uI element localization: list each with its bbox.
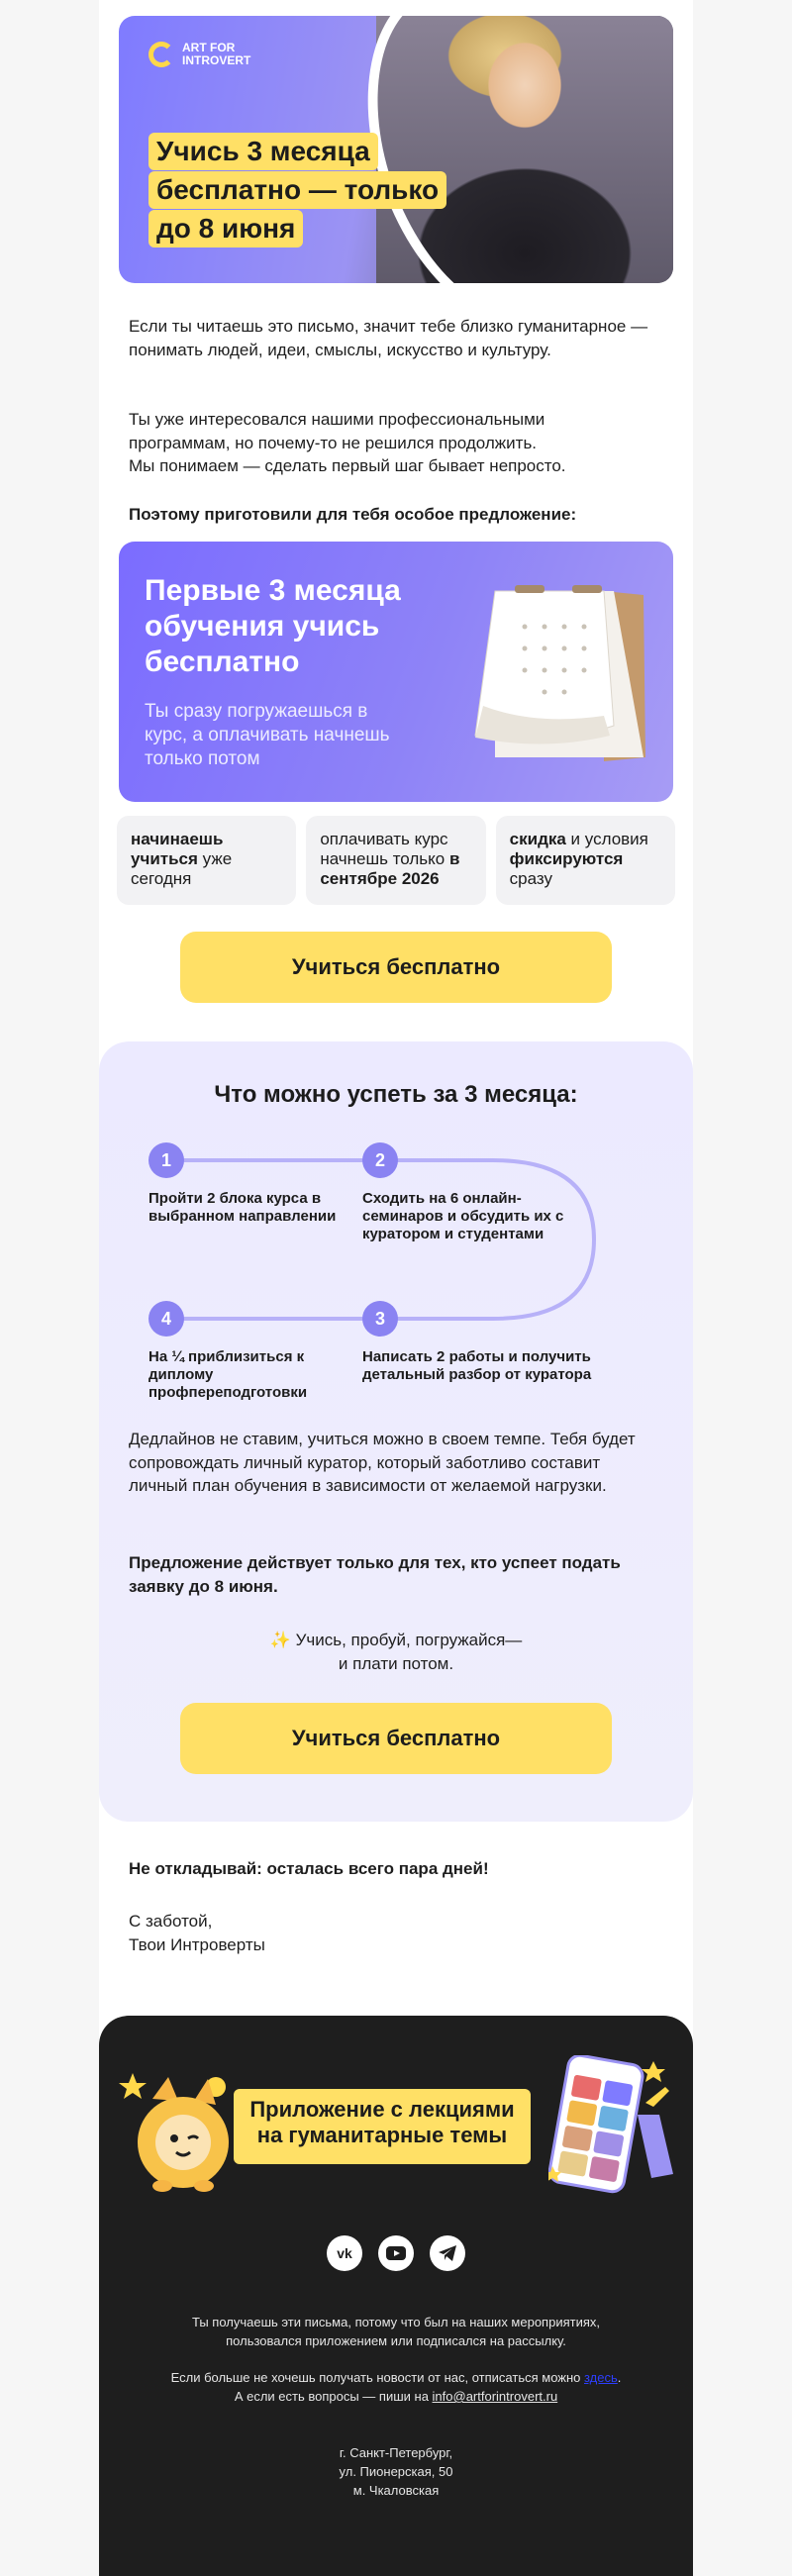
brand-logo[interactable]: ART FOR INTROVERT [148, 42, 291, 67]
step-number-4: 4 [148, 1301, 184, 1337]
logo-line-2: INTROVERT [182, 53, 251, 67]
step-text-1: Пройти 2 блока курса в выбранном направл… [148, 1190, 337, 1225]
signature: С заботой, Твои Интроверты [129, 1910, 663, 1956]
benefit-chip-pay-later: оплачивать курс начнешь только в сентябр… [306, 816, 486, 905]
motto-text: ✨ Учись, пробуй, погружайся— и плати пот… [129, 1629, 663, 1675]
contact-email-link[interactable]: info@artforintrovert.ru [432, 2389, 558, 2404]
intro-p2-line-3: Мы понимаем — сделать первый шаг бывает … [129, 456, 566, 475]
cta-button-top[interactable]: Учиться бесплатно [180, 932, 612, 1003]
logo-line-1: ART FOR [182, 41, 236, 54]
benefit-chip-start: начинаешь учиться уже сегодня [117, 816, 297, 905]
motto-line-2: и плати потом. [338, 1653, 454, 1673]
intro-p2-line-2: программам, но почему-то не решился прод… [129, 433, 538, 452]
benefit-chips: начинаешь учиться уже сегодня оплачивать… [117, 816, 675, 905]
step-number-2: 2 [362, 1142, 398, 1178]
urgent-note: Не откладывай: осталась всего пара дней! [129, 1859, 489, 1878]
youtube-icon[interactable] [378, 2235, 414, 2271]
steps-body-text: Дедлайнов не ставим, учиться можно в сво… [129, 1430, 636, 1495]
hero-title-line-3: до 8 июня [148, 210, 304, 248]
intro-offer-lead: Поэтому приготовили для тебя особое пред… [129, 505, 577, 524]
step-number-3: 3 [362, 1301, 398, 1337]
hero-banner: ART FOR INTROVERT Учись 3 месяца бесплат… [119, 16, 673, 283]
signature-line-2: Твои Интроверты [129, 1934, 265, 1954]
deadline-note: Предложение действует только для тех, кт… [129, 1553, 621, 1596]
step-text-2: Сходить на 6 онлайн-семинаров и обсудить… [362, 1190, 564, 1242]
signature-line-1: С заботой, [129, 1912, 213, 1931]
steps-section: Что можно успеть за 3 месяца: 1 Пройти 2… [99, 1041, 693, 1822]
unsubscribe-link[interactable]: здесь [584, 2370, 618, 2385]
mascot-illustration [119, 2073, 229, 2192]
hero-photo [376, 16, 673, 283]
app-banner[interactable]: Приложение с лекциями на гуманитарные те… [115, 2055, 677, 2194]
benefit-chip-discount: скидка и условия фиксируются сразу [495, 816, 675, 905]
social-links: vk [99, 2235, 693, 2271]
intro-paragraph-2: Ты уже интересовался нашими профессионал… [129, 408, 663, 478]
cta-button-bottom[interactable]: Учиться бесплатно [180, 1703, 612, 1774]
intro-paragraph-1: Если ты читаешь это письмо, значит тебе … [129, 317, 648, 359]
subscription-note: Ты получаешь эти письма, потому что был … [191, 2315, 600, 2348]
motto-line-1: ✨ Учись, пробуй, погружайся— [269, 1631, 523, 1649]
step-text-3: Написать 2 работы и получить детальный р… [362, 1348, 592, 1383]
step-text-4: На ¼ приблизиться к диплому профпереподг… [148, 1348, 308, 1401]
vk-icon[interactable]: vk [327, 2235, 362, 2271]
app-banner-title: Приложение с лекциями на гуманитарные те… [249, 2097, 515, 2147]
telegram-icon[interactable] [430, 2235, 465, 2271]
hero-title-line-1: Учись 3 месяца [148, 133, 378, 170]
offer-title: Первые 3 месяца обучения учись бесплатно [145, 574, 401, 678]
intro-p2-line-1: Ты уже интересовался нашими профессионал… [129, 410, 545, 429]
logo-ring-icon [148, 42, 174, 67]
steps-heading: Что можно успеть за 3 месяца: [214, 1081, 578, 1108]
step-number-1: 1 [148, 1142, 184, 1178]
footer: Приложение с лекциями на гуманитарные те… [99, 2016, 693, 2576]
phone-illustration [548, 2055, 673, 2194]
email-page: ART FOR INTROVERT Учись 3 месяца бесплат… [99, 0, 693, 2576]
hero-title-line-2: бесплатно — только [148, 171, 447, 209]
hero-title: Учись 3 месяца бесплатно — только до 8 и… [148, 133, 475, 248]
calendar-illustration [474, 585, 645, 761]
steps-track [166, 1158, 597, 1321]
unsubscribe-note: Если больше не хочешь получать новости о… [170, 2370, 622, 2404]
address: г. Санкт-Петербург, ул. Пионерская, 50 м… [339, 2445, 453, 2498]
offer-card: Первые 3 месяца обучения учись бесплатно… [119, 542, 673, 802]
offer-subtitle: Ты сразу погружаешься в курс, а оплачива… [145, 701, 390, 769]
